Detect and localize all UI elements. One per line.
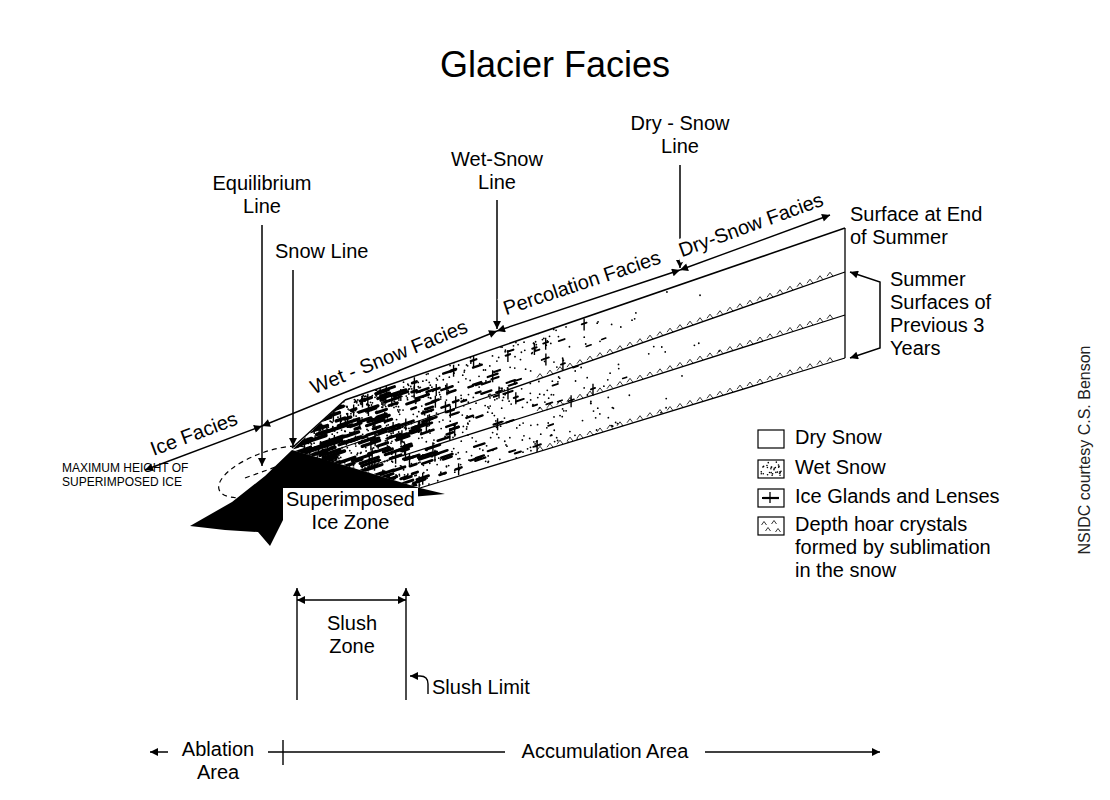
zone-label: Slush Zone [312, 612, 392, 658]
legend-swatch [757, 459, 785, 479]
facies-label: Dry-Snow Facies [673, 187, 830, 263]
area-label: Ablation Area [168, 738, 268, 784]
callout-note: MAXIMUM HEIGHT OF SUPERIMPOSED ICE [62, 462, 247, 490]
legend-item: Ice Glands and Lenses [757, 487, 1017, 507]
ice-mass [190, 450, 445, 546]
legend-text: Depth hoar crystals formed by sublimatio… [795, 513, 1010, 582]
legend-swatch [757, 516, 785, 536]
surface-label: Summer Surfaces of Previous 3 Years [890, 268, 1010, 360]
legend-text: Dry Snow [795, 426, 1010, 449]
legend-text: Ice Glands and Lenses [795, 485, 1010, 508]
line-label: Snow Line [275, 240, 385, 263]
line-label: Dry - Snow Line [620, 112, 740, 158]
line-label: Wet-Snow Line [442, 148, 552, 194]
watermark: NSIDC courtesy C.S. Benson [1076, 343, 1094, 558]
surface-label: Surface at End of Summer [850, 203, 990, 249]
snow-texture [285, 219, 833, 511]
legend-item: Dry Snow [757, 428, 1017, 448]
legend-swatch [757, 429, 785, 449]
facies-arrows [145, 215, 830, 470]
legend-item: Depth hoar crystals formed by sublimatio… [757, 515, 1017, 535]
area-label: Accumulation Area [505, 740, 705, 763]
legend-item: Wet Snow [757, 458, 1017, 478]
diagram-title: Glacier Facies [0, 44, 1110, 85]
facies-label: Ice Facies [144, 406, 243, 462]
layer-lines [292, 228, 845, 488]
line-label: Equilibrium Line [197, 172, 327, 218]
legend-swatch [757, 488, 785, 508]
legend-text: Wet Snow [795, 456, 1010, 479]
line-markers [262, 165, 880, 466]
zone-label: Superimposed Ice Zone [283, 488, 418, 534]
zone-label: Slush Limit [432, 676, 552, 699]
